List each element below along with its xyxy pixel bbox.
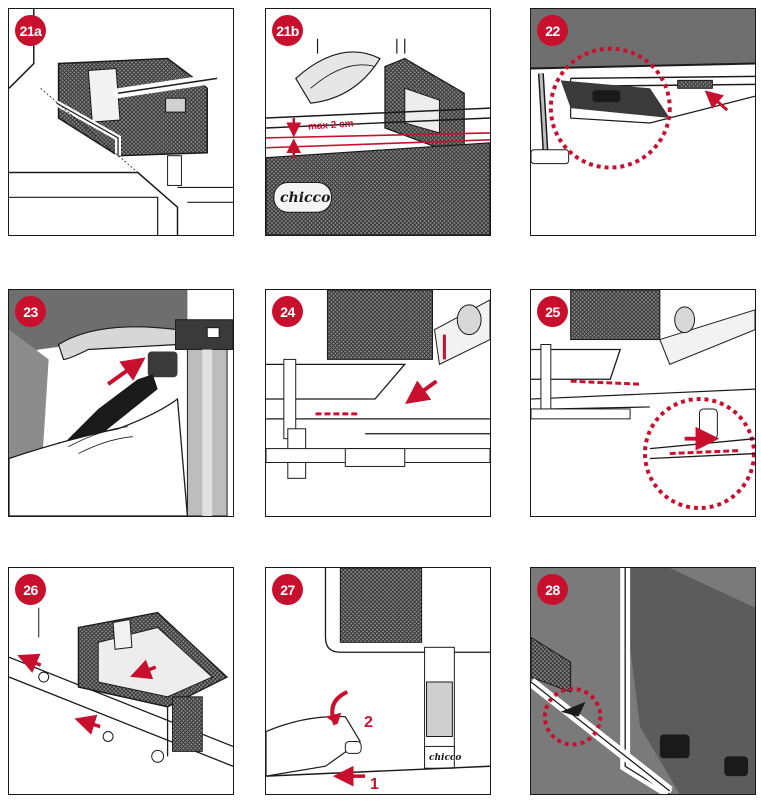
step-number-badge: 26 <box>15 574 46 605</box>
brand-logo-text: chicco <box>429 753 462 763</box>
step-number-badge: 25 <box>537 296 568 327</box>
step-26-illustration <box>9 607 233 767</box>
step-number-badge: 27 <box>272 574 303 605</box>
push-arrow-number: 1 <box>370 776 379 793</box>
step-21b-illustration <box>266 38 490 235</box>
step-24-panel: 24 <box>265 289 491 517</box>
step-23-illustration <box>9 290 233 516</box>
step-21a-panel: 21a <box>8 8 234 236</box>
step-21b-panel: 21b max 2 cm chicco <box>265 8 491 236</box>
step-number-badge: 21a <box>15 15 46 46</box>
step-28-panel: 28 <box>530 567 756 795</box>
step-25-panel: 25 <box>530 289 756 517</box>
step-23-panel: 23 <box>8 289 234 517</box>
step-number-badge: 22 <box>537 15 568 46</box>
step-number-badge: 24 <box>272 296 303 327</box>
step-25-illustration <box>531 290 755 511</box>
brand-logo-text: chicco <box>280 190 331 206</box>
step-22-illustration <box>531 9 755 170</box>
step-28-illustration <box>531 568 755 794</box>
step-27-panel: 27 2 1 chicco <box>265 567 491 795</box>
step-22-panel: 22 <box>530 8 756 236</box>
step-number-badge: 21b <box>272 15 303 46</box>
step-number-badge: 23 <box>15 296 46 327</box>
step-27-illustration <box>266 568 490 787</box>
rotate-arrow-number: 2 <box>364 714 373 731</box>
step-21a-illustration <box>9 9 233 235</box>
step-number-badge: 28 <box>537 574 568 605</box>
step-24-illustration <box>266 290 490 479</box>
step-26-panel: 26 <box>8 567 234 795</box>
